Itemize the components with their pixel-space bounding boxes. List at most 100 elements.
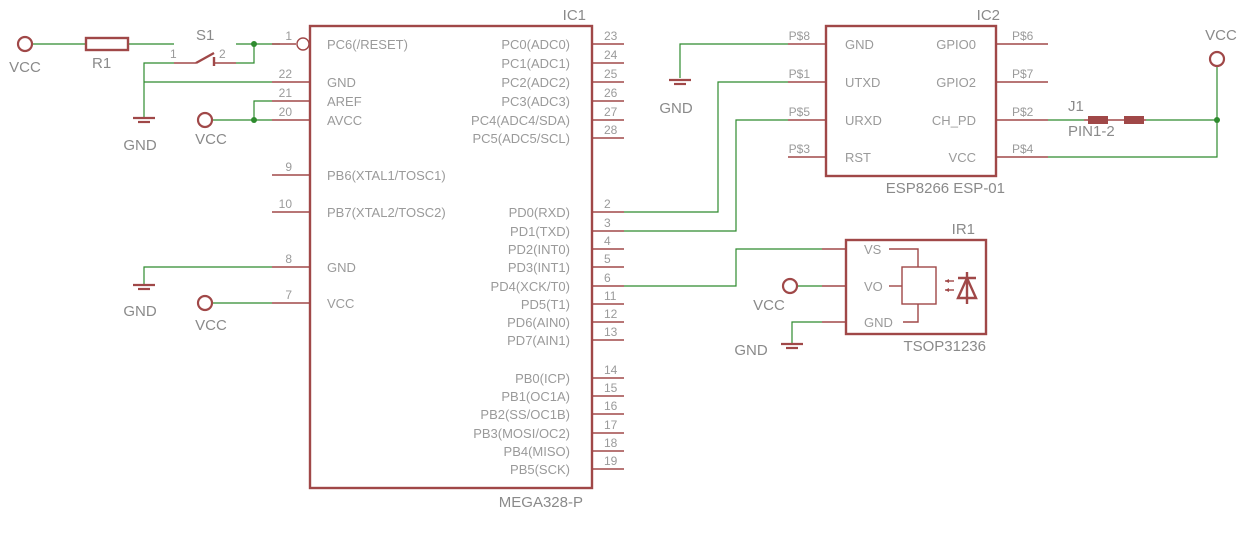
- ic1-pin-4-name: PD2(INT0): [508, 242, 570, 257]
- ic1-pin-7-num: 7: [285, 288, 292, 302]
- ir1-internal-gnd: [903, 304, 919, 323]
- ic1-pin-12-num: 12: [604, 307, 618, 321]
- ic2-pin-P5-name: URXD: [845, 113, 882, 128]
- vcc-symbol-r1: VCC: [9, 35, 41, 76]
- ic1-pin-21-num: 21: [279, 86, 293, 100]
- ic1-pin-2-num: 2: [604, 197, 611, 211]
- gnd-label: GND: [659, 100, 693, 117]
- ic1-pin-14-name: PB0(ICP): [515, 371, 570, 386]
- ic1-pin-17-name: PB3(MOSI/OC2): [473, 426, 570, 441]
- vcc-label: VCC: [753, 297, 785, 314]
- ic1-pin-7-name: VCC: [327, 296, 354, 311]
- ic1-pin-1-name: PC6(/RESET): [327, 37, 408, 52]
- ic1-left-pins: 1PC6(/RESET)22GND21AREF20AVCC9PB6(XTAL1/…: [272, 29, 446, 311]
- ic1-pin-16-name: PB2(SS/OC1B): [480, 407, 570, 422]
- ic1-pin-27-name: PC4(ADC4/SDA): [471, 113, 570, 128]
- ir1-ref: IR1: [952, 221, 975, 238]
- ir1-internal-vs: [889, 248, 919, 267]
- ic1-pin-1-num: 1: [285, 29, 292, 43]
- ic1-pin-17-num: 17: [604, 418, 618, 432]
- junction-reset: [251, 41, 257, 47]
- wire-ir-vs-pd4: [624, 248, 822, 287]
- ic1-pin-13-num: 13: [604, 325, 618, 339]
- gnd-symbol-pin8: GND: [123, 283, 157, 320]
- ic2-pin-P7-num: P$7: [1012, 67, 1034, 81]
- ic1-pin-6-name: PD4(XCK/T0): [491, 279, 570, 294]
- ic2-pin-P3-num: P$3: [789, 142, 811, 156]
- ic2-pin-P7-name: GPIO2: [936, 75, 976, 90]
- wire-esp-gnd: [679, 43, 788, 78]
- ic1-pin-25-num: 25: [604, 67, 618, 81]
- s1-ref: S1: [196, 27, 214, 44]
- r1-resistor[interactable]: R1: [84, 36, 130, 72]
- vcc-circle-icon: [1208, 50, 1226, 68]
- ic1-pin-10-num: 10: [279, 197, 293, 211]
- ic1-pin-5-num: 5: [604, 252, 611, 266]
- ic2-value: ESP8266 ESP-01: [886, 180, 1005, 197]
- ic2-pin-P4-num: P$4: [1012, 142, 1034, 156]
- ir1-pin-vs: VS: [864, 242, 882, 257]
- ic1-pin-20-num: 20: [279, 105, 293, 119]
- ic2-pin-P4-name: VCC: [949, 150, 976, 165]
- ic1-pin-18-name: PB4(MISO): [504, 444, 570, 459]
- ic2-pin-P2-name: CH_PD: [932, 113, 976, 128]
- vcc-circle-icon: [196, 111, 214, 129]
- ic1-pin-28-name: PC5(ADC5/SCL): [472, 131, 570, 146]
- ic1-pin-1-inverted-icon: [296, 37, 310, 51]
- vcc-symbol-ir1: VCC: [753, 277, 799, 314]
- ic1-pin-23-name: PC0(ADC0): [501, 37, 570, 52]
- photodiode-icon: [945, 272, 978, 304]
- ic2-pin-P6-num: P$6: [1012, 29, 1034, 43]
- wire-utxd-pd0: [624, 81, 788, 213]
- ic1-pin-26-num: 26: [604, 86, 618, 100]
- s1-lever: [195, 51, 215, 65]
- ic1-pin-15-name: PB1(OC1A): [501, 389, 570, 404]
- wires: [33, 41, 1220, 344]
- ic2-pin-P8-name: GND: [845, 37, 874, 52]
- ir1-pin-vo: VO: [864, 279, 883, 294]
- ic1-pin-11-name: PD5(T1): [521, 297, 570, 312]
- ic2-pin-P6-name: GPIO0: [936, 37, 976, 52]
- ic1-pin-22-num: 22: [279, 67, 293, 81]
- gnd-label: GND: [123, 137, 157, 154]
- j1-pad-right: [1124, 116, 1144, 124]
- vcc-label: VCC: [195, 317, 227, 334]
- ir1-body: [844, 238, 988, 336]
- ic1-atmega328[interactable]: IC1 MEGA328-P 1PC6(/RESET)22GND21AREF20A…: [272, 7, 624, 511]
- gnd-label: GND: [734, 342, 768, 359]
- vcc-label: VCC: [195, 131, 227, 148]
- ic2-body: [824, 24, 998, 178]
- wire-ir-gnd: [791, 321, 822, 344]
- ic1-pin-14-num: 14: [604, 363, 618, 377]
- ic1-pin-18-num: 18: [604, 436, 618, 450]
- vcc-symbol-pin7: VCC: [195, 294, 227, 334]
- ic1-pin-28-num: 28: [604, 123, 618, 137]
- ic2-pin-P1-num: P$1: [789, 67, 811, 81]
- ic1-value: MEGA328-P: [499, 494, 583, 511]
- ir1-tsop[interactable]: IR1 TSOP31236 VS VO GND: [822, 221, 988, 355]
- vcc-symbol-right: VCC: [1205, 27, 1237, 68]
- r1-ref: R1: [92, 55, 111, 72]
- ic1-pin-21-name: AREF: [327, 94, 362, 109]
- ic1-pin-15-num: 15: [604, 381, 618, 395]
- ic2-pin-P3-name: RST: [845, 150, 871, 165]
- junction-avcc: [251, 117, 257, 123]
- ic2-pin-P2-num: P$2: [1012, 105, 1034, 119]
- ic1-pin-9-name: PB6(XTAL1/TOSC1): [327, 168, 446, 183]
- j1-jumper[interactable]: J1 PIN1-2: [1068, 98, 1146, 140]
- ic2-esp8266[interactable]: IC2 ESP8266 ESP-01 P$8GNDP$1UTXDP$5URXDP…: [788, 7, 1048, 197]
- ic1-body: [308, 24, 594, 490]
- ic1-pin-8-name: GND: [327, 260, 356, 275]
- ic1-pin-19-num: 19: [604, 454, 618, 468]
- ic1-pin-2-name: PD0(RXD): [509, 205, 570, 220]
- s1-pin1-num: 1: [170, 47, 177, 61]
- j1-pad-left: [1088, 116, 1108, 124]
- ic1-pin-9-num: 9: [285, 160, 292, 174]
- s1-switch[interactable]: S1 1 2: [170, 27, 236, 66]
- ic1-pin-13-name: PD7(AIN1): [507, 333, 570, 348]
- ic1-pin-23-num: 23: [604, 29, 618, 43]
- j1-ref: J1: [1068, 98, 1084, 115]
- vcc-circle-icon: [781, 277, 799, 295]
